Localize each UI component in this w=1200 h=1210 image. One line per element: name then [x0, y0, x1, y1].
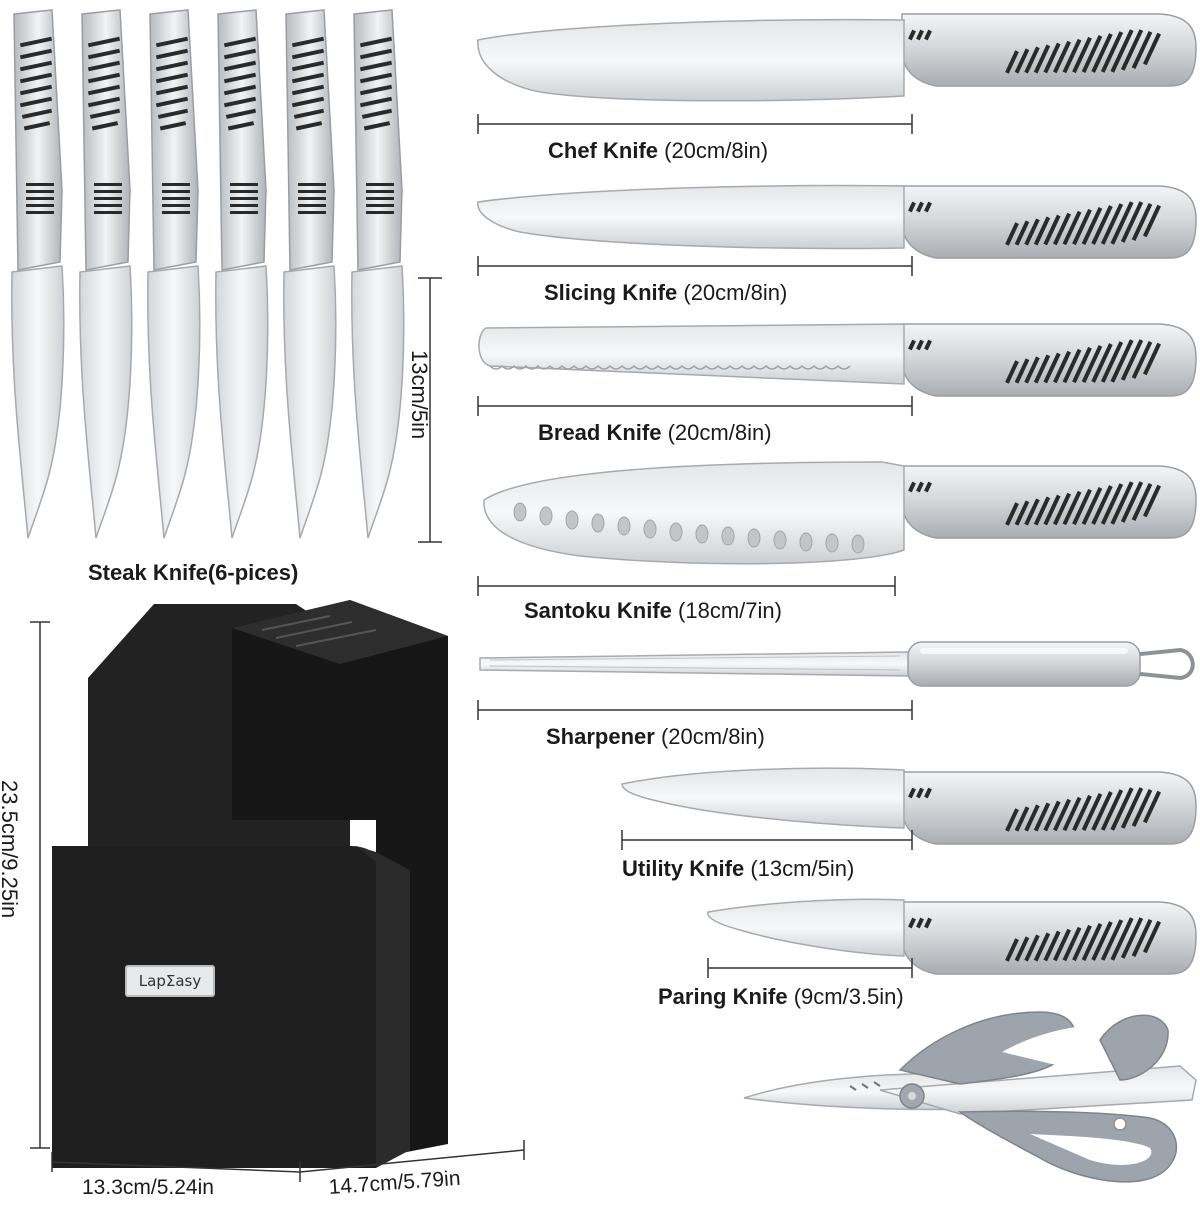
- santoku-knife-size: (18cm/7in): [678, 598, 782, 623]
- paring-knife: [707, 898, 905, 957]
- santoku-knife: [483, 461, 905, 565]
- steak-size-label: 13cm/5in: [407, 350, 432, 440]
- slicing-knife-name: Slicing Knife: [544, 280, 678, 305]
- paring-knife-label: Paring Knife (9cm/3.5in): [658, 984, 904, 1010]
- paring-knife-size: (9cm/3.5in): [793, 984, 904, 1009]
- utility-knife-name: Utility Knife: [622, 856, 745, 881]
- chef-knife-name: Chef Knife: [548, 138, 658, 163]
- santoku-dimension: [477, 576, 896, 596]
- kitchen-scissors: [743, 1011, 1197, 1183]
- sharpener-size: (20cm/8in): [660, 724, 765, 749]
- block-height-label: 23.5cm/9.25in: [0, 780, 22, 919]
- utility-dimension: [621, 830, 913, 850]
- block-width-label: 13.3cm/5.24in: [82, 1176, 214, 1199]
- block-dimension-lines: [30, 621, 525, 1182]
- block-logo: LapΣasy: [138, 972, 202, 990]
- sharpener: [479, 641, 1195, 687]
- utility-knife-size: (13cm/5in): [750, 856, 855, 881]
- chef-knife-label: Chef Knife (20cm/8in): [548, 138, 768, 164]
- steak-knife-label: Steak Knife(6-pices): [88, 560, 299, 585]
- bread-knife-size: (20cm/8in): [667, 420, 772, 445]
- sharpener-label: Sharpener (20cm/8in): [546, 724, 765, 750]
- sharpener-name: Sharpener: [546, 724, 655, 749]
- bread-dimension: [477, 396, 913, 416]
- slicing-knife-label: Slicing Knife (20cm/8in): [544, 280, 787, 306]
- knife-block: [52, 600, 448, 1168]
- paring-knife-name: Paring Knife: [658, 984, 788, 1009]
- bread-knife-label: Bread Knife (20cm/8in): [538, 420, 772, 446]
- chef-knife-size: (20cm/8in): [664, 138, 769, 163]
- utility-knife-label: Utility Knife (13cm/5in): [622, 856, 854, 882]
- santoku-knife-name: Santoku Knife: [524, 598, 672, 623]
- steak-dimension-line: [418, 277, 442, 543]
- paring-dimension: [707, 958, 913, 978]
- chef-knife: [477, 18, 905, 102]
- slicing-knife: [477, 184, 905, 250]
- steak-knives: [11, 9, 405, 539]
- bread-knife-name: Bread Knife: [538, 420, 662, 445]
- sharpener-dimension: [477, 700, 913, 720]
- steak-knife: [11, 9, 65, 539]
- chef-dimension: [477, 114, 913, 134]
- bread-knife: [478, 323, 905, 385]
- slicing-knife-size: (20cm/8in): [683, 280, 788, 305]
- utility-knife: [621, 767, 905, 829]
- santoku-knife-label: Santoku Knife (18cm/7in): [524, 598, 782, 624]
- slicing-dimension: [477, 256, 913, 276]
